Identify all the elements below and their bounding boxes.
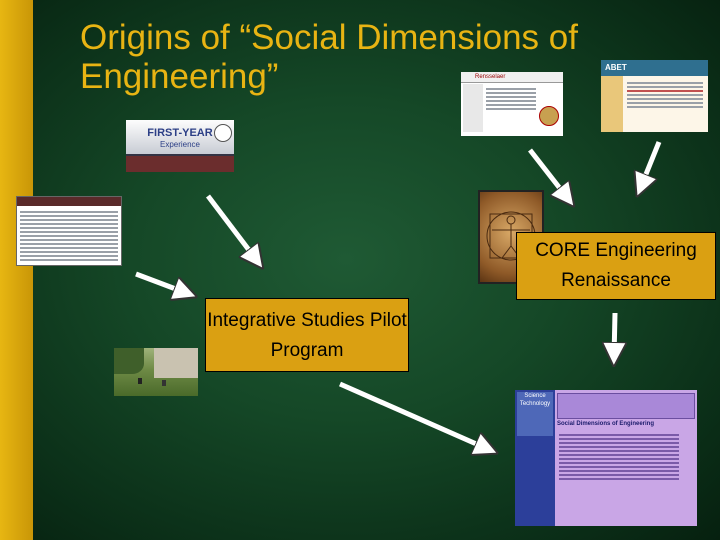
course-portfolio-thumbnail: Science Technology Social Dimensions of … xyxy=(515,390,697,526)
abet-brand: ABET xyxy=(601,60,708,76)
first-year-banner: FIRST-YEAR xyxy=(147,127,213,139)
arrow-rpi-to-core xyxy=(528,148,569,200)
accent-bar xyxy=(0,0,33,540)
first-year-experience-thumbnail: FIRST-YEAR Experience xyxy=(126,120,234,172)
core-engineering-box: CORE Engineering Renaissance xyxy=(516,232,716,300)
campus-lawn-photo xyxy=(114,348,198,396)
text-document-thumbnail xyxy=(16,196,122,266)
course-heading: Social Dimensions of Engineering xyxy=(557,421,655,427)
rpi-brand: Rensselaer xyxy=(461,72,563,83)
course-side-label: Science Technology xyxy=(517,392,553,436)
arrow-document-to-integrative xyxy=(135,271,189,294)
abet-website-thumbnail: ABET xyxy=(601,60,708,132)
integrative-studies-label: Integrative Studies Pilot Program xyxy=(207,310,407,361)
arrow-firstyear-to-integrative xyxy=(206,194,258,262)
rpi-website-thumbnail: Rensselaer xyxy=(461,72,563,136)
arrow-core-to-course xyxy=(614,312,615,358)
integrative-studies-box: Integrative Studies Pilot Program xyxy=(205,298,409,372)
arrow-integrative-to-course xyxy=(338,381,490,450)
slide-title: Origins of “Social Dimensions of Enginee… xyxy=(80,18,578,96)
arrow-abet-to-core xyxy=(640,141,662,189)
first-year-sub: Experience xyxy=(159,140,201,149)
core-engineering-label: CORE Engineering Renaissance xyxy=(535,240,697,291)
